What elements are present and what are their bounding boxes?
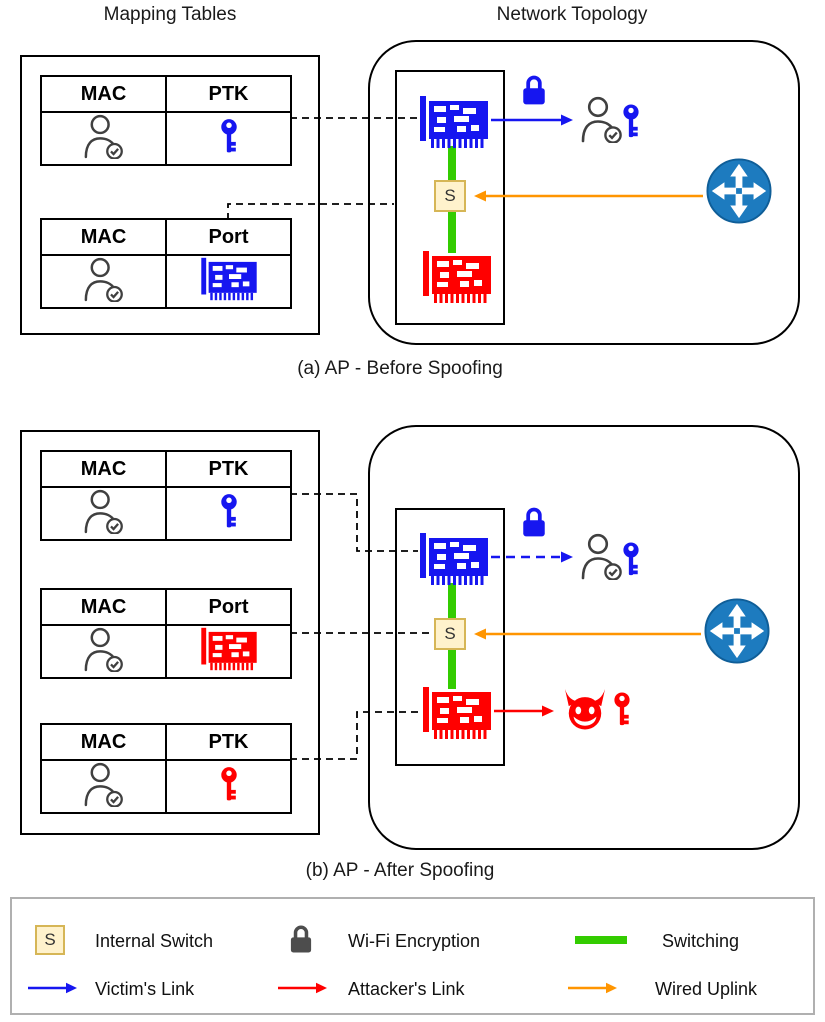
table-a-mac-port: MAC Port — [40, 218, 292, 309]
lock-icon-blue-a — [520, 73, 548, 107]
col-header-ptk: PTK — [165, 450, 292, 488]
switch-label: S — [444, 624, 456, 643]
key-icon-blue — [219, 118, 239, 154]
legend-lock-icon — [288, 923, 314, 955]
table-row — [40, 254, 292, 309]
switch-label: S — [44, 930, 56, 949]
lock-icon-blue-b — [520, 505, 548, 539]
col-header-port: Port — [165, 218, 292, 256]
user-check-icon — [83, 761, 125, 807]
col-header-mac: MAC — [40, 75, 167, 113]
legend-victims-link-label: Victim's Link — [95, 979, 195, 999]
legend-attackers-link-label: Attacker's Link — [348, 979, 465, 999]
user-check-icon — [83, 626, 125, 672]
victim-key-icon-b — [621, 542, 641, 576]
victim-user-icon-b — [580, 532, 624, 580]
devil-icon — [562, 688, 608, 730]
legend-victim-arrow — [28, 982, 77, 994]
user-check-icon — [83, 256, 125, 302]
col-header-mac: MAC — [40, 723, 167, 761]
key-icon-red — [219, 766, 239, 802]
table-b-mac-ptk-victim: MAC PTK — [40, 450, 292, 541]
wireless-interface-icon-blue-a — [420, 95, 488, 149]
legend-box — [10, 897, 815, 1015]
legend-uplink-arrow — [568, 982, 617, 994]
table-row — [40, 111, 292, 166]
col-header-mac: MAC — [40, 218, 167, 256]
col-header-ptk: PTK — [165, 75, 292, 113]
legend-wired-uplink-label: Wired Uplink — [655, 979, 758, 999]
caption-b: (b) AP - After Spoofing — [305, 860, 495, 881]
network-card-icon-red — [201, 627, 257, 671]
col-header-port: Port — [165, 588, 292, 626]
ap-inner-box-a — [395, 70, 505, 325]
legend-wifi-encryption-label: Wi-Fi Encryption — [348, 931, 481, 951]
legend-switching-label: Switching — [662, 931, 740, 951]
caption-a: (a) AP - Before Spoofing — [297, 358, 503, 379]
table-row — [40, 486, 292, 541]
user-check-icon — [83, 113, 125, 159]
network-topology-title: Network Topology — [496, 4, 648, 25]
network-card-icon-blue — [201, 257, 257, 301]
col-header-mac: MAC — [40, 450, 167, 488]
switch-label: S — [444, 186, 456, 205]
table-b-mac-port: MAC Port — [40, 588, 292, 679]
key-icon-blue — [219, 493, 239, 529]
wired-interface-icon-red-b — [423, 686, 491, 740]
table-row — [40, 759, 292, 814]
internal-switch-b: S — [434, 618, 466, 650]
internal-switch-a: S — [434, 180, 466, 212]
table-row — [40, 624, 292, 679]
col-header-mac: MAC — [40, 588, 167, 626]
legend-switching-line — [575, 936, 627, 944]
attacker-key-icon — [612, 692, 632, 726]
table-a-mac-ptk: MAC PTK — [40, 75, 292, 166]
table-b-mac-ptk-attacker: MAC PTK — [40, 723, 292, 814]
legend-internal-switch-symbol: S — [35, 925, 65, 955]
router-icon-b — [704, 598, 770, 664]
wireless-interface-icon-blue-b — [420, 532, 488, 586]
router-icon-a — [706, 158, 772, 224]
user-check-icon — [83, 488, 125, 534]
mapping-tables-title: Mapping Tables — [103, 4, 237, 25]
victim-user-icon-a — [580, 95, 624, 143]
ap-inner-box-b — [395, 508, 505, 766]
legend-internal-switch-label: Internal Switch — [95, 931, 214, 951]
legend-attacker-arrow — [278, 982, 327, 994]
wired-interface-icon-red-a — [423, 250, 491, 304]
col-header-ptk: PTK — [165, 723, 292, 761]
victim-key-icon-a — [621, 104, 641, 138]
